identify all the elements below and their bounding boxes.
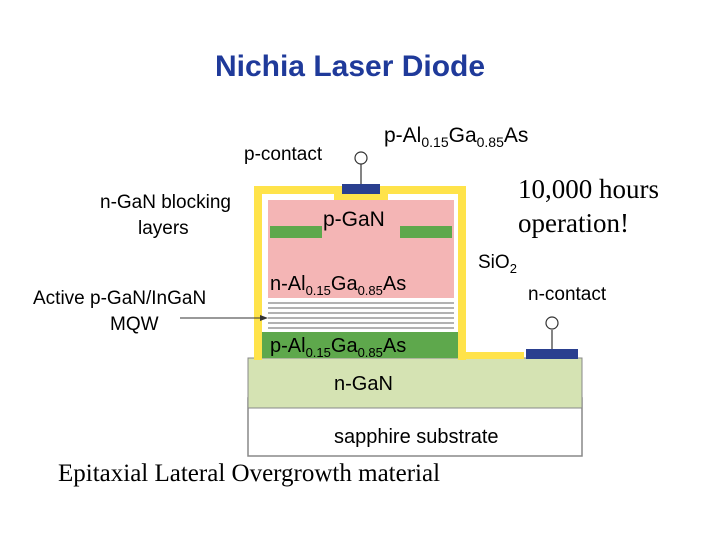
p-contact-pad (342, 184, 380, 194)
p-gan-label: p-GaN (323, 208, 385, 231)
n-algaas-layer (268, 268, 454, 298)
p-algaas-layer (262, 332, 458, 358)
active-label-line-2: MQW (110, 314, 159, 335)
blocking-label-line-1: n-GaN blocking (100, 192, 231, 213)
mqw-stripes (268, 302, 454, 329)
substrate-label: sapphire substrate (334, 426, 499, 448)
n-gan-label: n-GaN (334, 373, 393, 395)
p-algaas-label: p-Al0.15Ga0.85As (270, 335, 406, 360)
n-contact-terminal (545, 316, 559, 330)
p-contact-label: p-contact (244, 144, 323, 165)
blocking-label-line-2: layers (138, 218, 189, 239)
blocking-layer-right (400, 226, 452, 238)
operation-note-line-1: 10,000 hours (518, 174, 659, 204)
slide-title: Nichia Laser Diode (214, 50, 486, 83)
n-gan-layer (247, 357, 583, 409)
n-contact-pad (526, 349, 578, 359)
mqw-arrowhead (260, 315, 268, 321)
footer-caption: Epitaxial Lateral Overgrowth material (58, 460, 441, 487)
p-contact-terminal (354, 151, 368, 165)
n-contact-label: n-contact (528, 284, 607, 305)
sio2-strip (466, 352, 524, 359)
n-algaas-label: n-Al0.15Ga0.85As (270, 273, 406, 298)
blocking-layer-left (270, 226, 322, 238)
sio2-label: SiO2 (478, 252, 517, 276)
operation-note: 10,000 hours operation! (518, 172, 659, 240)
operation-note-line-2: operation! (518, 208, 629, 238)
mqw-region (268, 298, 454, 332)
top-algaas-label: p-Al0.15Ga0.85As (384, 124, 528, 150)
active-label-line-1: Active p-GaN/InGaN (33, 288, 206, 309)
